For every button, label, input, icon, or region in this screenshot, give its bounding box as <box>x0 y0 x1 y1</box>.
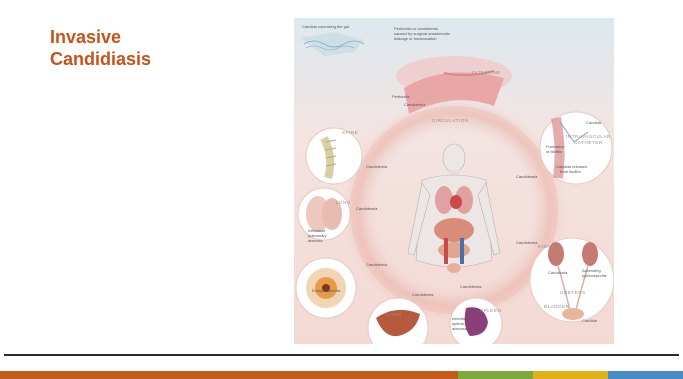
gut-caption: Candida colonizing the gut <box>302 24 350 29</box>
candidemia-eye: Candidemia <box>366 262 388 267</box>
spine-label: SPINE <box>342 130 359 135</box>
bar-seg-3 <box>458 371 533 379</box>
slide-divider <box>4 354 679 356</box>
catheter-1: INTRAVASCULAR <box>566 134 611 139</box>
pulm-3: abscess <box>308 238 323 243</box>
candidemia-spine: Candidemia <box>366 164 388 169</box>
circulation-label: CIRCULATION <box>432 118 469 123</box>
candidemia-liver: Candidemia <box>412 292 434 297</box>
candidemia-kidney: Candidemia <box>516 240 538 245</box>
kidney-label: KIDNEY <box>538 244 558 249</box>
bladder-label: BLADDER <box>544 304 570 309</box>
spleen-label: SPLEEN <box>480 308 501 313</box>
biofilm-2: of biofilm <box>546 149 563 154</box>
candidiasis-illustration: Candida colonizing the gut Peritonitis o… <box>294 18 614 344</box>
candidemia-catheter: Candidemia <box>516 174 538 179</box>
candidemia-lung: Candidemia <box>356 206 378 211</box>
title-line-1: Invasive <box>50 26 250 48</box>
catheter-2: CATHETER <box>574 140 603 145</box>
endo-label: Endophthalmitis <box>312 288 340 293</box>
bar-seg-2 <box>253 371 458 379</box>
ureters-label: URETERS <box>560 290 586 295</box>
eye-panel: Endophthalmitis <box>296 258 356 318</box>
catheter-panel: Candida INTRAVASCULAR CATHETER Formation… <box>540 112 612 184</box>
bar-seg-4 <box>533 371 608 379</box>
intestine-label: INTESTINE <box>472 70 501 75</box>
splenic-3: abscess <box>452 326 467 331</box>
slide-title: Invasive Candidiasis <box>50 26 250 70</box>
candiduria-label: Candiduria <box>548 270 568 275</box>
pyelo-2: pyelonephritis <box>582 273 607 278</box>
top-caption-3: leakage or translocation <box>394 36 436 41</box>
bar-seg-1 <box>0 371 253 379</box>
bottom-accent-bar <box>0 371 683 379</box>
kidney-panel: KIDNEY Candiduria Ascending pyelonephrit… <box>530 238 614 323</box>
peritonitis-label: Peritonitis <box>392 94 410 99</box>
bar-seg-5 <box>608 371 683 379</box>
released-2: from biofilm <box>560 169 581 174</box>
title-line-2: Candidiasis <box>50 48 250 70</box>
spleen-panel: SPLEEN Infectious splenic abscess <box>450 298 502 344</box>
candidemia-spleen: Candidemia <box>460 284 482 289</box>
liver-label: LIVER <box>386 312 402 317</box>
candida-bladder-label: Candida <box>582 318 598 323</box>
candida-right-label: Candida <box>586 120 602 125</box>
spine-panel: SPINE <box>306 128 362 184</box>
lung-label: LUNG <box>336 200 351 205</box>
